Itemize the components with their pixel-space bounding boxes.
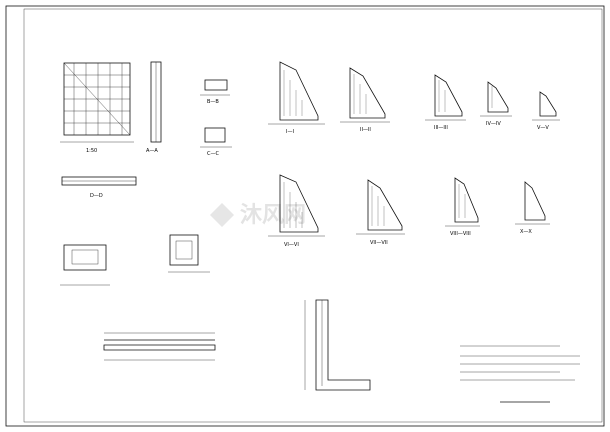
l-wall-section [304,299,371,391]
section-4: IV—IV [480,81,512,127]
section-5: V—V [532,91,560,131]
section-a: A—A [146,61,162,154]
long-section [103,332,216,361]
section-2-label: II—II [360,127,371,133]
section-6: VI—VI [268,174,325,248]
plan-view: 1:50 [60,62,134,154]
section-3: III—III [425,74,466,131]
sheet-border [5,5,605,427]
inner-border [23,8,603,423]
section-b-label: B—B [207,99,219,105]
section-d-label: D—D [90,193,103,199]
section-b: B—B [200,79,230,105]
section-8-label: VIII—VIII [450,231,471,237]
section-7-label: VII—VII [370,240,388,246]
section-8: VIII—VIII [445,177,480,237]
section-a-label: A—A [146,148,158,154]
section-6-label: VI—VI [284,242,299,248]
section-1: I—I [268,61,325,135]
notes [460,345,580,381]
pit-detail [60,244,110,286]
section-2: II—II [340,67,390,133]
section-3-label: III—III [434,125,448,131]
section-c-label: C—C [207,151,219,157]
section-d: D—D [61,176,137,199]
section-5-label: V—V [537,125,549,131]
watermark-text: 沐风网 [240,203,306,228]
section-9: X—X [515,181,550,235]
watermark: 沐风网 [210,203,306,228]
gate-detail [168,234,210,273]
section-10-label: X—X [520,229,532,235]
section-7: VII—VII [356,179,405,246]
section-4-label: IV—IV [486,121,501,127]
section-c: C—C [200,127,232,157]
plan-scale: 1:50 [86,148,97,154]
section-1-label: I—I [286,129,294,135]
